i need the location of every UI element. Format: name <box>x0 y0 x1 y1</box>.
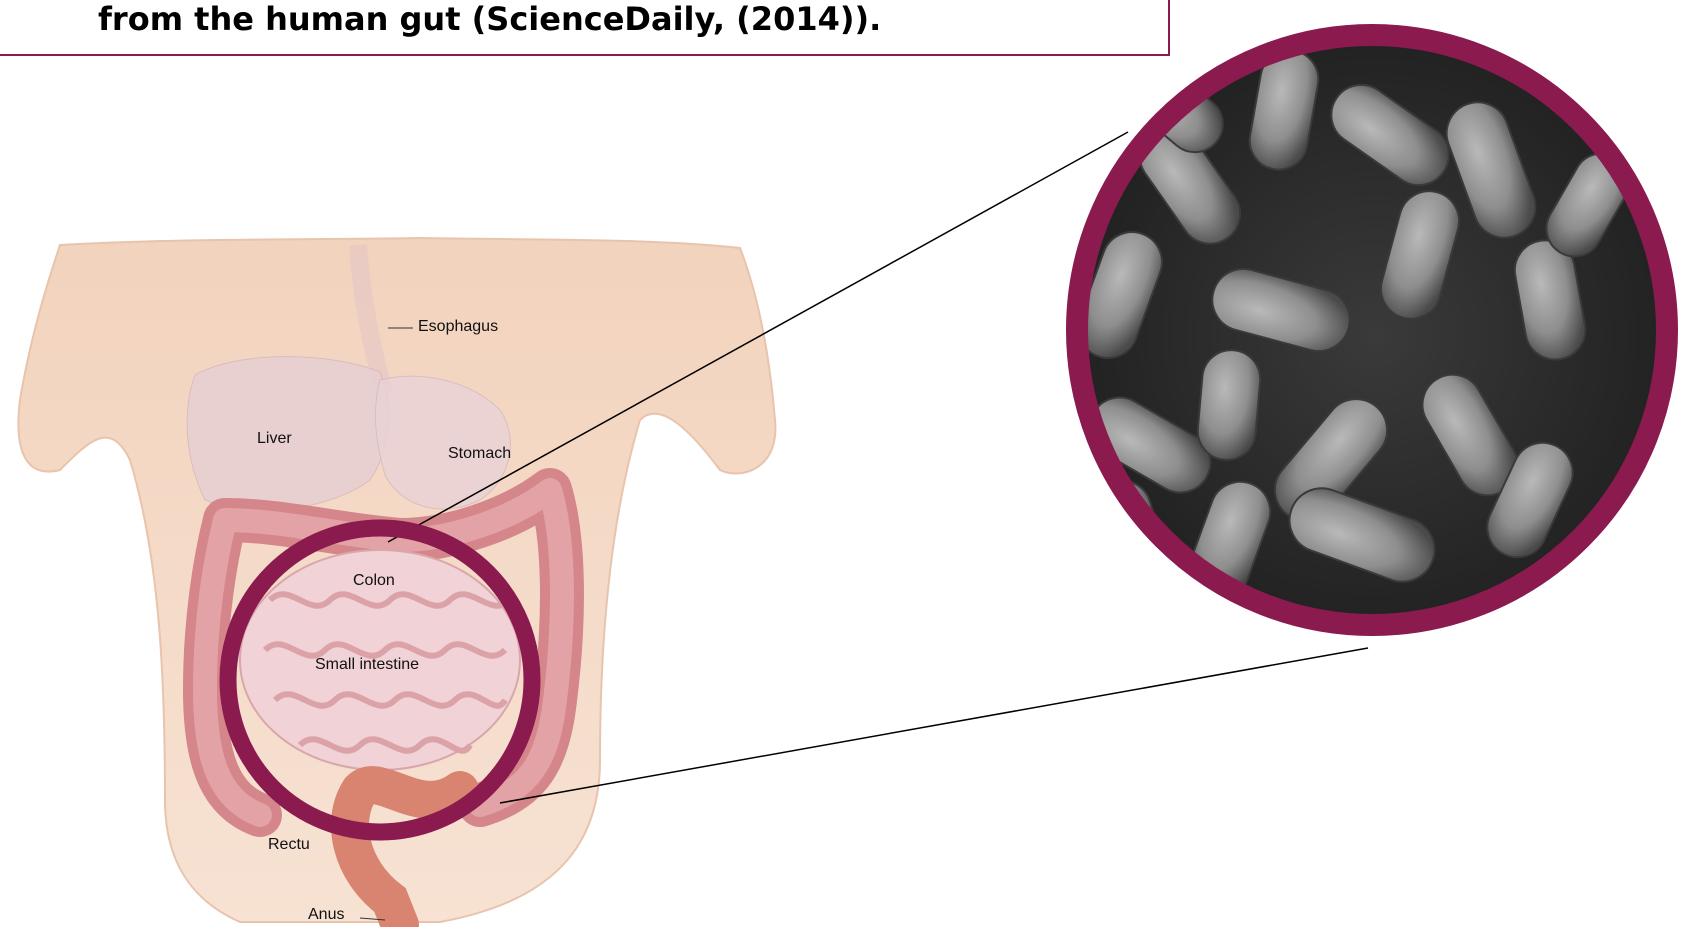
label-small-intestine: Small intestine <box>315 656 419 674</box>
label-liver: Liver <box>257 430 292 448</box>
label-rectum: Rectu <box>268 836 310 854</box>
zoom-line-bottom <box>500 648 1368 803</box>
torso-illustration <box>18 238 775 925</box>
label-colon: Colon <box>353 572 395 590</box>
label-esophagus: Esophagus <box>418 318 498 336</box>
label-anus: Anus <box>308 906 344 924</box>
bacteria-micrograph <box>1070 30 1680 640</box>
label-stomach: Stomach <box>448 445 511 463</box>
